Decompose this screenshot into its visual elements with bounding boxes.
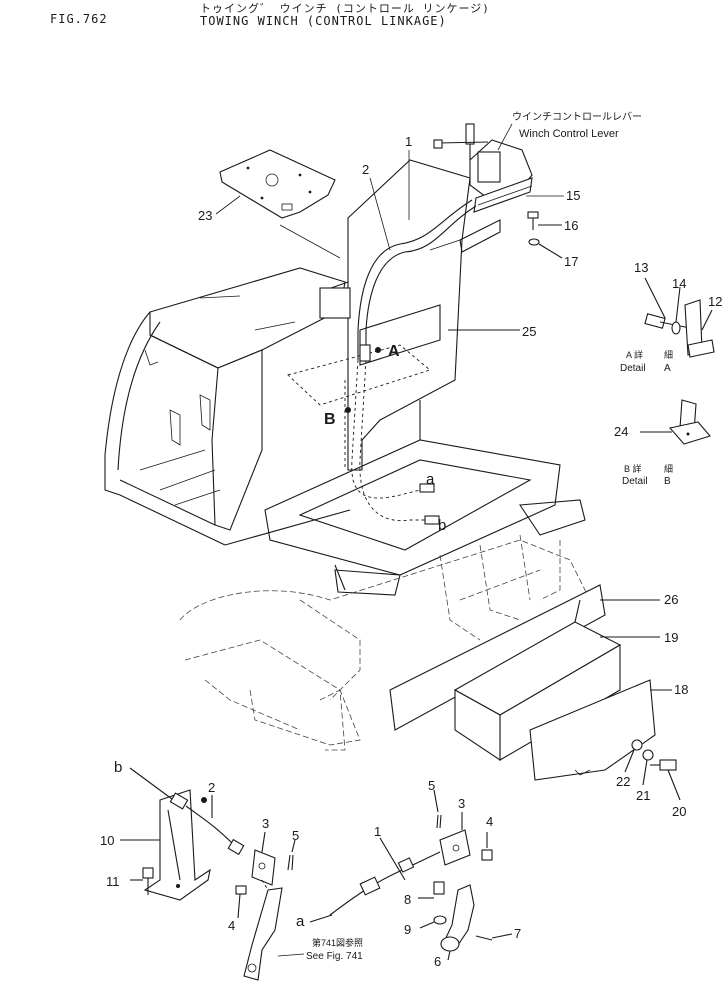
detail-a-bracket-12[interactable] [684, 299, 715, 358]
see-fig-japanese: 第741図参照 [312, 937, 363, 948]
label-part-5-left: 5 [292, 828, 299, 843]
lever-label-english: Winch Control Lever [519, 128, 619, 140]
label-part-6: 6 [434, 954, 441, 969]
label-part-14: 14 [672, 276, 686, 291]
bolt-part-20[interactable] [650, 759, 681, 801]
detail-a-caption-word: Detail [620, 363, 646, 374]
detail-a-caption-letter: A [664, 363, 671, 374]
console-cover-part-25[interactable] [319, 159, 520, 471]
bolt-part-8[interactable] [418, 881, 445, 899]
view-arrow-a: A [388, 343, 400, 360]
label-part-2-top: 2 [362, 162, 369, 177]
detail-b-caption-word: Detail [622, 476, 648, 487]
cotter-part-5-right[interactable] [433, 789, 442, 829]
label-cable-end-b-lower: b [114, 759, 122, 776]
label-part-16: 16 [564, 218, 578, 233]
label-part-3-right: 3 [458, 796, 465, 811]
label-cable-end-a-top: a [426, 471, 435, 488]
clevis-part-3-right[interactable] [439, 812, 471, 866]
label-part-3-left: 3 [262, 816, 269, 831]
cable-part-1-lower[interactable] [309, 837, 441, 923]
label-cable-end-b-top: b [438, 517, 446, 534]
label-part-22: 22 [616, 774, 630, 789]
label-part-21: 21 [636, 788, 650, 803]
pin-part-4-left[interactable] [235, 885, 247, 919]
label-part-24: 24 [614, 424, 628, 439]
label-part-8: 8 [404, 892, 411, 907]
control-cables [287, 199, 501, 525]
see-fig-english: See Fig. 741 [306, 951, 363, 962]
pin-part-4-right[interactable] [481, 832, 493, 861]
lower-frame-structure [264, 400, 586, 596]
title-japanese: トゥイング゛ ウインチ (コントロール リンケージ) [200, 2, 490, 15]
lever-part-6[interactable] [440, 884, 475, 961]
winch-control-lever-assembly[interactable] [433, 123, 533, 213]
label-part-25: 25 [522, 324, 536, 339]
clevis-part-3-left[interactable] [251, 831, 276, 886]
pin-part-7[interactable] [475, 933, 513, 941]
figure-title: TOWING WINCH (CONTROL LINKAGE) [200, 14, 447, 28]
bracket-part-10[interactable] [120, 789, 211, 901]
label-part-12: 12 [708, 294, 722, 309]
label-part-11: 11 [106, 874, 120, 889]
lever-arm-left[interactable] [243, 879, 283, 981]
label-cable-end-a-lower: a [296, 913, 305, 930]
washer-part-9[interactable] [419, 915, 447, 929]
bolt-part-11[interactable] [130, 867, 154, 895]
label-part-13: 13 [634, 260, 648, 275]
washer-part-21[interactable] [642, 749, 654, 786]
detail-a-washer-14[interactable] [671, 286, 681, 335]
cable-end-b-lower[interactable] [129, 767, 245, 856]
floor-plate-part-23[interactable] [219, 149, 341, 259]
operator-frame-housing [104, 267, 351, 546]
label-part-18: 18 [674, 682, 688, 697]
label-part-26: 26 [664, 592, 678, 607]
underframe-ghost-outline [179, 534, 591, 751]
label-part-10: 10 [100, 833, 114, 848]
bolt-part-16[interactable] [527, 211, 562, 230]
label-part-7: 7 [514, 926, 521, 941]
label-part-1-lower: 1 [374, 824, 381, 839]
detail-a-caption-mark: 細 [664, 349, 673, 360]
detail-b-caption-letter: B [664, 476, 671, 487]
label-part-15: 15 [566, 188, 580, 203]
figure-number: FIG.762 [50, 12, 108, 26]
plate-part-26[interactable] [389, 584, 660, 731]
detail-b-caption-mark: 細 [664, 463, 673, 474]
washer-part-22[interactable] [624, 739, 643, 773]
label-part-17: 17 [564, 254, 578, 269]
detail-b-bracket-24[interactable] [640, 399, 711, 445]
washer-part-17[interactable] [528, 238, 563, 259]
cotter-part-5-left[interactable] [287, 839, 296, 871]
label-part-19: 19 [664, 630, 678, 645]
plate-part-18[interactable] [529, 679, 672, 781]
view-arrow-b: B [324, 411, 336, 428]
label-part-2-lower: 2 [208, 780, 215, 795]
label-part-4-left: 4 [228, 918, 235, 933]
label-part-9: 9 [404, 922, 411, 937]
detail-a-caption-japanese: A 詳 [626, 349, 643, 360]
lever-label-japanese: ウインチコントロールレバー [512, 111, 642, 123]
label-part-5-right: 5 [428, 778, 435, 793]
label-part-20: 20 [672, 804, 686, 819]
detail-b-caption-japanese: B 詳 [624, 463, 642, 474]
label-part-23: 23 [198, 208, 212, 223]
label-part-1-top: 1 [405, 134, 412, 149]
label-part-4-right: 4 [486, 814, 493, 829]
